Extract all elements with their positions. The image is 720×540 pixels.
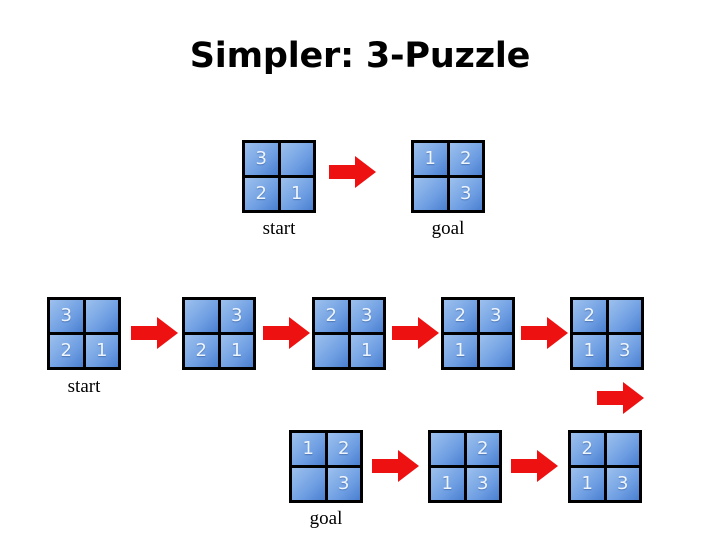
puzzle-tile-1[interactable]: 1 — [85, 335, 118, 367]
puzzle-tile-2[interactable]: 2 — [327, 433, 360, 465]
puzzle-tile-blank[interactable] — [431, 433, 464, 465]
puzzle-tile-2[interactable]: 2 — [449, 143, 482, 175]
puzzle-tile-blank[interactable] — [85, 300, 118, 332]
puzzle-tile-1[interactable]: 1 — [444, 335, 477, 367]
arrow-right-icon-top-arrow-1 — [329, 156, 376, 188]
puzzle-tile-1[interactable]: 1 — [431, 468, 464, 500]
arrow-right-icon-mid-arrow-2 — [263, 317, 310, 349]
puzzle-tile-3[interactable]: 3 — [479, 300, 512, 332]
puzzle-tile-2[interactable]: 2 — [50, 335, 83, 367]
caption-top-start: start — [262, 218, 296, 239]
puzzle-tile-blank[interactable] — [414, 178, 447, 210]
caption-top-goal: goal — [431, 218, 465, 239]
puzzle-tile-2[interactable]: 2 — [444, 300, 477, 332]
puzzle-tile-1[interactable]: 1 — [414, 143, 447, 175]
puzzle-tile-blank[interactable] — [479, 335, 512, 367]
arrow-right-icon-mid-arrow-1 — [131, 317, 178, 349]
puzzle-tile-3[interactable]: 3 — [449, 178, 482, 210]
puzzle-tile-1[interactable]: 1 — [220, 335, 253, 367]
puzzle-tile-2[interactable]: 2 — [573, 300, 606, 332]
puzzle-tile-3[interactable]: 3 — [327, 468, 360, 500]
puzzle-tile-2[interactable]: 2 — [315, 300, 348, 332]
page-title: Simpler: 3-Puzzle — [189, 36, 531, 76]
puzzle-tile-blank[interactable] — [608, 300, 641, 332]
arrow-right-icon-mid-arrow-wrap — [597, 382, 644, 414]
puzzle-tile-3[interactable]: 3 — [350, 300, 383, 332]
puzzle-tile-1[interactable]: 1 — [292, 433, 325, 465]
puzzle-tile-1[interactable]: 1 — [280, 178, 313, 210]
puzzle-tile-3[interactable]: 3 — [245, 143, 278, 175]
arrow-right-icon-bot-arrow-1 — [372, 450, 419, 482]
puzzle-tile-3[interactable]: 3 — [606, 468, 639, 500]
puzzle-tile-3[interactable]: 3 — [466, 468, 499, 500]
caption-bot-goal: goal — [309, 508, 343, 529]
puzzle-tile-blank[interactable] — [315, 335, 348, 367]
puzzle-tile-2[interactable]: 2 — [571, 433, 604, 465]
puzzle-tile-blank[interactable] — [280, 143, 313, 175]
puzzle-tile-blank[interactable] — [185, 300, 218, 332]
puzzle-tile-3[interactable]: 3 — [50, 300, 83, 332]
puzzle-tile-blank[interactable] — [292, 468, 325, 500]
puzzle-tile-2[interactable]: 2 — [245, 178, 278, 210]
arrow-right-icon-mid-arrow-3 — [392, 317, 439, 349]
puzzle-tile-2[interactable]: 2 — [466, 433, 499, 465]
arrow-right-icon-mid-arrow-4 — [521, 317, 568, 349]
puzzle-tile-2[interactable]: 2 — [185, 335, 218, 367]
caption-mid-start: start — [67, 376, 101, 397]
puzzle-tile-1[interactable]: 1 — [573, 335, 606, 367]
puzzle-tile-1[interactable]: 1 — [571, 468, 604, 500]
puzzle-tile-blank[interactable] — [606, 433, 639, 465]
arrow-right-icon-bot-arrow-2 — [511, 450, 558, 482]
puzzle-tile-3[interactable]: 3 — [608, 335, 641, 367]
puzzle-tile-3[interactable]: 3 — [220, 300, 253, 332]
puzzle-tile-1[interactable]: 1 — [350, 335, 383, 367]
